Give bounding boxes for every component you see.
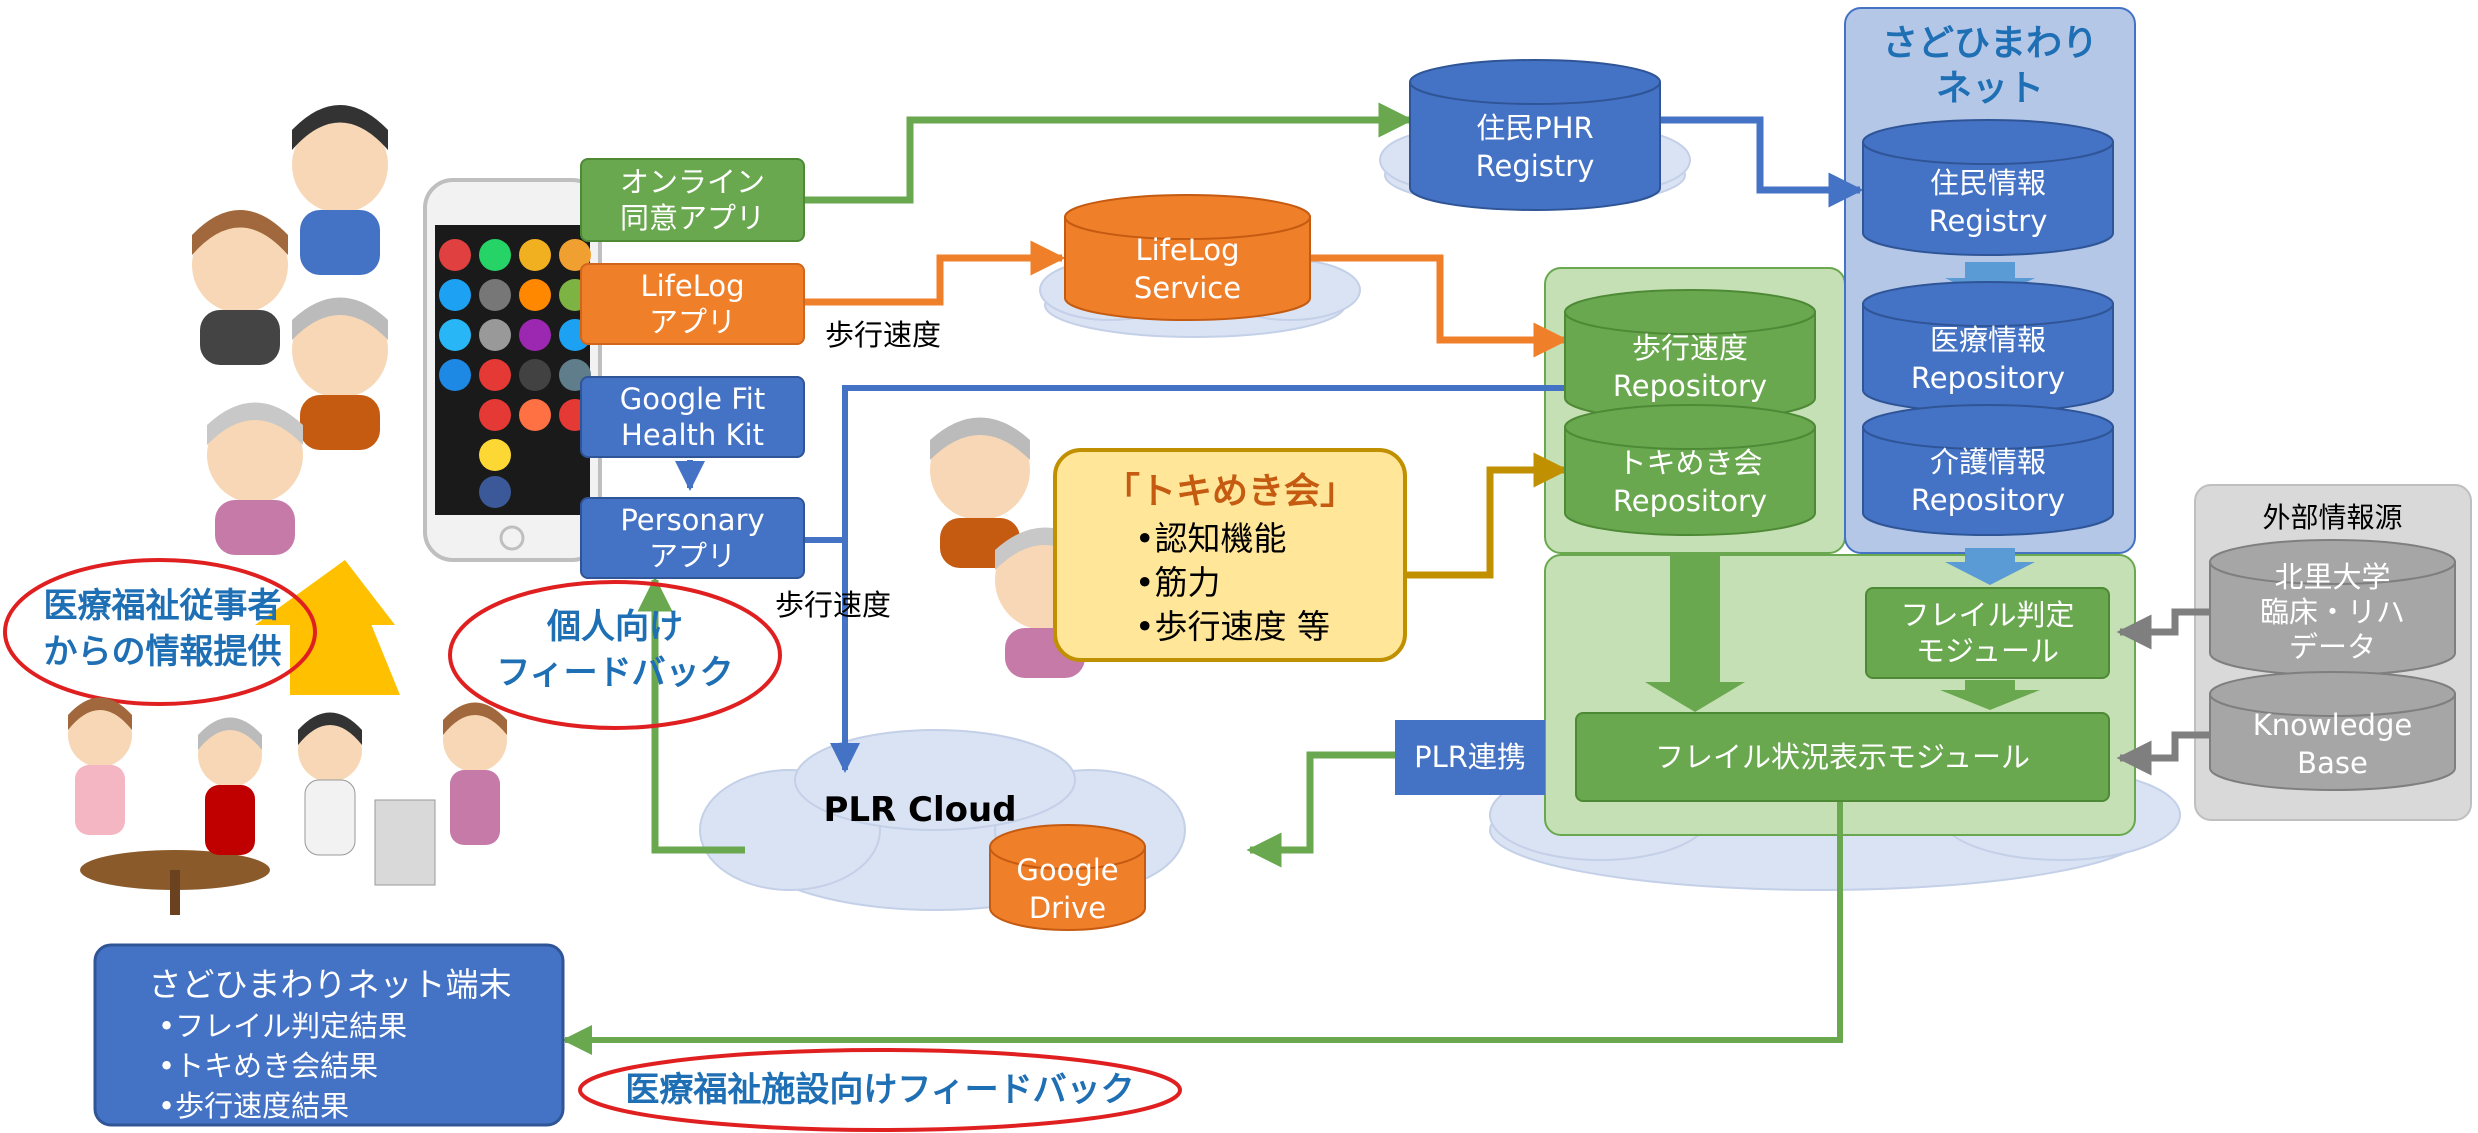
googlefit-app-label: Google Fit Health Kit bbox=[619, 381, 766, 452]
fat-arrow-staff-head bbox=[255, 560, 395, 625]
plr-cloud-title: PLR Cloud bbox=[823, 789, 1017, 830]
terminal-item-1: •フレイル判定結果 bbox=[158, 1009, 408, 1043]
kitasato-label: 北里大学 臨床・リハ データ bbox=[2259, 560, 2405, 664]
care-scene-illustration bbox=[68, 697, 507, 915]
fat-arrow-repo-display bbox=[1645, 552, 1745, 712]
person-illustration-1 bbox=[292, 105, 388, 275]
walking-speed-label-2: 歩行速度 bbox=[775, 588, 892, 622]
lifelog-app-button[interactable]: LifeLog アプリ bbox=[580, 263, 805, 345]
phr-registry-label: 住民PHR Registry bbox=[1475, 110, 1595, 183]
tokimeki-title: 「トキめき会」 bbox=[1103, 471, 1356, 512]
person-illustration-4 bbox=[207, 402, 303, 555]
terminal-box bbox=[93, 943, 565, 1127]
ellipse-staff bbox=[3, 558, 317, 706]
lifelog-service-label: LifeLog Service bbox=[1133, 232, 1242, 305]
frail-judge-module[interactable]: フレイル判定 モジュール bbox=[1865, 587, 2110, 679]
medical-info-cylinder bbox=[1862, 281, 2114, 413]
arrow-phr-resident bbox=[1660, 116, 1864, 208]
frail-judge-label: フレイル判定 モジュール bbox=[1900, 597, 2075, 668]
tokimeki-box bbox=[1053, 448, 1407, 662]
arrow-plrlink-drive bbox=[1246, 751, 1395, 868]
ellipse-personal bbox=[448, 580, 782, 730]
arrow-walk-plr bbox=[830, 385, 1565, 773]
consent-app-label: オンライン 同意アプリ bbox=[619, 164, 765, 235]
medical-info-label: 医療情報 Repository bbox=[1910, 323, 2066, 395]
resident-info-label: 住民情報 Registry bbox=[1928, 165, 2048, 238]
medical-staff-caption: 医療福祉従事者 からの情報提供 bbox=[43, 586, 282, 672]
terminal-item-3: •歩行速度結果 bbox=[158, 1089, 350, 1123]
phr-cylinder bbox=[1409, 59, 1661, 211]
personary-app-button[interactable]: Personary アプリ bbox=[580, 497, 805, 579]
knowledge-cylinder bbox=[2209, 671, 2456, 791]
tokimeki-item-1: •認知機能 bbox=[1135, 519, 1287, 558]
walking-speed-label-1: 歩行速度 bbox=[825, 318, 942, 352]
ellipse-facility bbox=[578, 1048, 1182, 1132]
arrow-kitasato-judge bbox=[2116, 608, 2215, 650]
arrow-consent-phr bbox=[805, 102, 1414, 204]
tokimeki-repo-label: トキめき会 Repository bbox=[1612, 445, 1768, 518]
fat-arrow-sado-judge bbox=[1945, 548, 2035, 585]
googlefit-app-button[interactable]: Google Fit Health Kit bbox=[580, 376, 805, 458]
arrow-knowledge-display bbox=[2116, 731, 2215, 776]
person-illustration-2 bbox=[192, 210, 288, 365]
care-info-label: 介護情報 Repository bbox=[1910, 445, 2066, 517]
smartphone bbox=[423, 178, 602, 562]
plr-link-label: PLR連携 bbox=[1414, 740, 1526, 775]
fat-arrow-judge-display bbox=[1940, 680, 2040, 710]
frail-display-label: フレイル状況表示モジュール bbox=[1655, 739, 2030, 774]
personal-feedback-caption: 個人向け フィードバック bbox=[496, 607, 734, 693]
tokimeki-repo-cylinder bbox=[1564, 404, 1816, 536]
plr-link-badge[interactable]: PLR連携 bbox=[1395, 720, 1545, 795]
fat-arrow-resident-medical bbox=[1945, 262, 2035, 300]
terminal-title: さどひまわりネット端末 bbox=[148, 965, 512, 1004]
walking-repo-label: 歩行速度 Repository bbox=[1612, 331, 1768, 403]
consent-app-button[interactable]: オンライン 同意アプリ bbox=[580, 158, 805, 242]
sado-title: さどひまわり ネット bbox=[1881, 22, 2098, 109]
arrow-lifelog-service bbox=[805, 240, 1066, 306]
arrow-display-terminal bbox=[562, 800, 1843, 1055]
arrow-tokimeki-repo bbox=[1405, 452, 1569, 579]
lifelog-service-cylinder bbox=[1064, 194, 1311, 321]
lifelog-app-label: LifeLog アプリ bbox=[640, 268, 745, 339]
terminal-item-2: •トキめき会結果 bbox=[158, 1049, 379, 1083]
personary-app-label: Personary アプリ bbox=[620, 502, 765, 573]
knowledge-base-label: Knowledge Base bbox=[2252, 708, 2413, 780]
external-title: 外部情報源 bbox=[2262, 501, 2403, 534]
google-drive-label: Google Drive bbox=[1016, 853, 1119, 925]
care-info-cylinder bbox=[1862, 404, 2114, 536]
resident-info-cylinder bbox=[1862, 119, 2114, 256]
tokimeki-item-3: •歩行速度 等 bbox=[1135, 607, 1330, 646]
arrow-service-walk bbox=[1310, 254, 1569, 358]
person-illustration-3 bbox=[292, 297, 388, 450]
google-drive-cylinder bbox=[989, 824, 1146, 931]
arrow-plrcloud-personary bbox=[637, 576, 745, 854]
frail-display-module[interactable]: フレイル状況表示モジュール bbox=[1575, 712, 2110, 802]
tokimeki-item-2: •筋力 bbox=[1135, 563, 1221, 602]
kitasato-cylinder bbox=[2209, 539, 2456, 676]
fat-arrow-staff-body bbox=[290, 620, 350, 695]
facility-feedback-caption: 医療福祉施設向けフィードバック bbox=[625, 1070, 1135, 1110]
